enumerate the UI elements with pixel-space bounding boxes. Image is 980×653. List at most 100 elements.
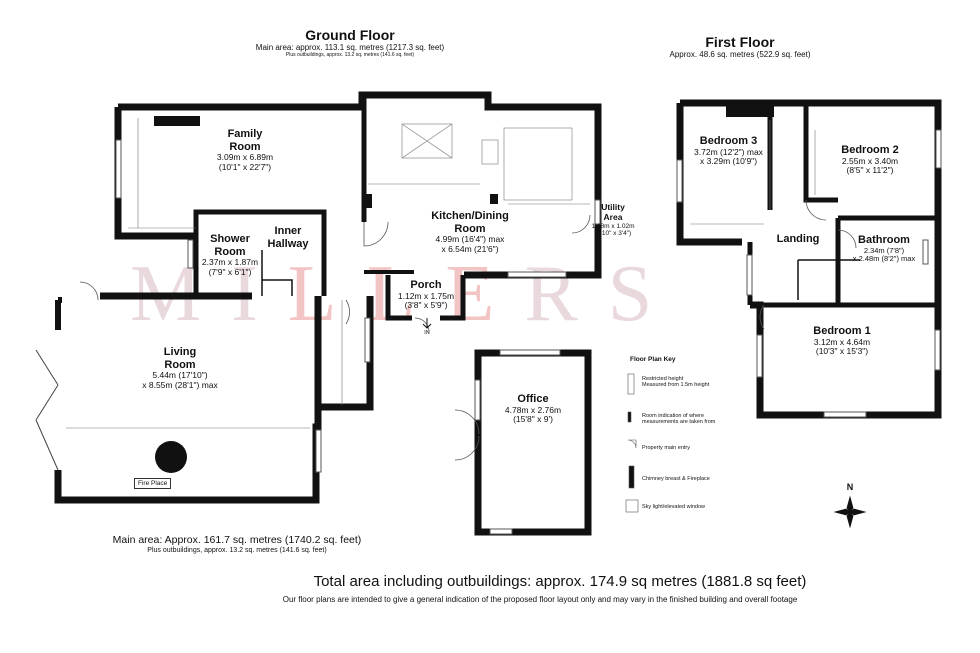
fire-place-label: Fire Place (134, 478, 172, 490)
room-dimensions: 1.48m x 1.02m (4'10" x 3'4") (591, 222, 635, 237)
ground-floor-title: Ground Floor (305, 27, 395, 43)
fireplace-hearth (155, 441, 187, 473)
room-name: Bathroom (858, 234, 910, 246)
door (414, 317, 430, 333)
kitchen-counter (503, 127, 573, 201)
door (837, 229, 857, 249)
window (594, 199, 601, 225)
room-dimensions: 3.09m x 6.89m (10'1" x 22'7") (216, 152, 274, 173)
porch-walls (385, 275, 466, 321)
key-restricted-height-icon (627, 373, 635, 395)
window (823, 411, 867, 418)
disclaimer: Our floor plans are intended to give a g… (282, 595, 798, 604)
family-room-label: Family Room 3.09m x 6.89m (10'1" x 22'7"… (180, 128, 310, 173)
door (571, 214, 591, 234)
window (364, 317, 371, 363)
entry-label: IN (424, 330, 430, 336)
office-walls (474, 349, 592, 536)
key-title: Floor Plan Key (630, 356, 676, 363)
room-dimensions: 3.72m (12'2") max x 3.29m (10'9") (694, 146, 763, 167)
compass-icon (833, 495, 867, 529)
bedroom-3-label: Bedroom 3 3.72m (12'2") max x 3.29m (10'… (686, 135, 771, 167)
room-name: Bedroom 3 (699, 135, 758, 147)
skylight-cross (401, 123, 453, 159)
first-floor-inner (760, 103, 938, 308)
room-name: Family Room (227, 128, 263, 153)
room-dimensions: 1.12m x 1.75m (3'8" x 5'9") (397, 290, 455, 311)
door (79, 281, 99, 301)
door (759, 304, 765, 330)
room-name: Utility Area (601, 202, 625, 222)
bathroom-label: Bathroom 2.34m (7'8") x 2.48m (8'2") max (846, 234, 922, 264)
window (756, 334, 763, 378)
bay-window (35, 349, 59, 471)
key-item-restricted-height: Restricted height Measured from 1.5m hei… (642, 376, 710, 389)
office-label: Office 4.78m x 2.76m (15'8" x 9') (483, 393, 583, 425)
window (676, 159, 683, 203)
porch-label: Porch 1.12m x 1.75m (3'8" x 5'9") (388, 279, 464, 311)
room-name: Office (517, 393, 549, 405)
window (474, 379, 481, 421)
window (934, 329, 941, 371)
key-skylight-icon (625, 499, 639, 513)
room-dimensions: 5.44m (17'10") x 8.55m (28'1") max (142, 370, 218, 391)
window (489, 528, 513, 535)
key-entry-icon (627, 439, 637, 449)
room-name: Landing (776, 233, 820, 245)
window (115, 139, 122, 199)
room-dimensions: 3.12m x 4.64m (10'3" x 15'3") (813, 336, 871, 357)
sink (481, 139, 499, 165)
landing-label: Landing (770, 233, 826, 246)
ground-floor-outbuildings: Plus outbuildings, approx. 13.2 sq. metr… (285, 52, 415, 58)
room-dimensions: 4.99m (16'4") max x 6.54m (21'6") (435, 234, 505, 255)
door (363, 221, 389, 247)
bedroom-2-label: Bedroom 2 2.55m x 3.40m (8'5" x 11'2") (830, 144, 910, 176)
stair-outline (261, 250, 293, 296)
ff-stairs (797, 259, 860, 300)
window (935, 129, 942, 169)
kitchen-dining-label: Kitchen/Dining Room 4.99m (16'4") max x … (405, 210, 535, 255)
ground-floor-main-area: Main area: approx. 113.1 sq. metres (121… (255, 43, 445, 52)
shower-room-label: Shower Room 2.37m x 1.87m (7'9" x 6'1") (195, 233, 265, 278)
key-item-skylight: Sky light/elevated window (642, 504, 705, 510)
door (345, 299, 350, 325)
inner-hallway-label: Inner Hallway (258, 225, 318, 250)
total-area: Total area including outbuildings: appro… (313, 573, 807, 590)
window (187, 239, 194, 269)
window (507, 271, 567, 278)
door (805, 199, 827, 221)
living-room-left (55, 297, 62, 330)
summary-main-area: Main area: Approx. 161.7 sq. metres (174… (112, 534, 362, 546)
summary-outbuildings: Plus outbuildings, approx. 13.2 sq. metr… (147, 547, 327, 554)
utility-area-label: Utility Area 1.48m x 1.02m (4'10" x 3'4"… (586, 202, 640, 237)
room-dimensions: 2.37m x 1.87m (7'9" x 6'1") (201, 257, 259, 278)
skylight (401, 123, 453, 159)
compass-north-label: N (846, 482, 854, 492)
room-name: Kitchen/Dining Room (431, 210, 509, 235)
first-floor-area: Approx. 48.6 sq. metres (522.9 sq. feet) (669, 50, 811, 59)
entry-arrow (422, 318, 432, 329)
bedroom-1-label: Bedroom 1 3.12m x 4.64m (10'3" x 15'3") (800, 325, 884, 357)
first-floor-title: First Floor (705, 34, 775, 50)
chimney (154, 116, 200, 126)
room-dimensions: 2.55m x 3.40m (8'5" x 11'2") (841, 155, 899, 176)
window (922, 239, 929, 265)
key-item-main-entry: Property main entry (642, 445, 690, 451)
room-dimensions: 2.34m (7'8") x 2.48m (8'2") max (852, 245, 916, 264)
chimney (726, 103, 774, 117)
room-dimensions: 4.78m x 2.76m (15'8" x 9') (504, 404, 562, 425)
key-item-measurement: Room indication of where measurements ar… (642, 413, 716, 426)
door (454, 409, 480, 461)
room-name: Porch (410, 279, 442, 291)
chimney (490, 194, 498, 204)
key-measure-icon (627, 411, 632, 423)
room-name: Shower Room (210, 233, 250, 258)
chimney (366, 194, 372, 208)
room-name: Inner Hallway (267, 225, 309, 250)
living-room-label: Living Room 5.44m (17'10") x 8.55m (28'1… (110, 346, 250, 391)
room-name: Living Room (163, 346, 197, 371)
key-chimney-icon (628, 465, 635, 489)
watermark-right: RS (524, 250, 683, 338)
key-item-chimney: Chimney breast & Fireplace (642, 476, 710, 482)
